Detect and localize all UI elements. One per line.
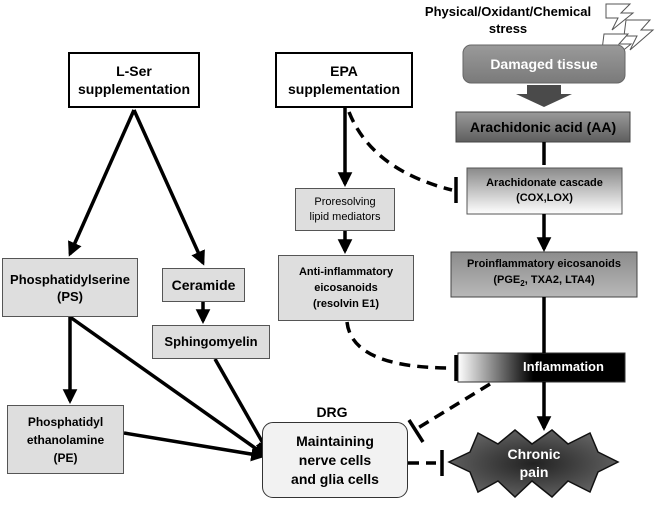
- ps-line2: (PS): [57, 288, 83, 304]
- drg-label: DRG: [302, 404, 362, 420]
- lser-supplementation: L-Ser supplementation: [68, 52, 200, 108]
- chronic-pain-star: [447, 429, 620, 499]
- chronic-pain: Chronic pain: [470, 442, 598, 484]
- inhibit-epa-to-cascade: [347, 111, 453, 192]
- epa-supplementation: EPA supplementation: [275, 52, 413, 108]
- inflammation: Inflammation: [458, 353, 625, 382]
- inhibit-antiinflammatory-to-inflammation: [345, 321, 453, 370]
- proinflammatory-line2-sub: 2: [520, 279, 525, 289]
- arrow-pe-to-nerve: [123, 431, 266, 462]
- stress-line1: Physical/Oxidant/Chemical: [424, 4, 592, 19]
- ceramide-text: Ceramide: [171, 276, 236, 293]
- antiinflammatory-line3: (resolvin E1): [312, 298, 380, 310]
- lser-line1: L-Ser: [116, 63, 152, 79]
- nerve-line2: nerve cells: [298, 451, 372, 468]
- antiinflammatory-line2: eicosanoids: [314, 282, 378, 294]
- cascade-line1: Arachidonate cascade: [486, 177, 603, 189]
- stress-label: Physical/Oxidant/Chemical stress: [408, 3, 608, 37]
- lightning-bolt-icon: [605, 3, 635, 31]
- lser-line2: supplementation: [77, 81, 190, 97]
- inhibit-bar-nerve: [407, 419, 425, 443]
- arachidonic-acid-shape: [455, 111, 631, 143]
- pe-line1: Phosphatidyl: [27, 414, 104, 429]
- ceramide: Ceramide: [162, 268, 245, 302]
- arrow-sphingomyelin-to-nerve: [213, 358, 270, 455]
- chronic-pain-line1: Chronic: [507, 446, 561, 462]
- sphingomyelin: Sphingomyelin: [152, 325, 270, 359]
- proinflammatory-line1: Proinflammatory eicosanoids: [466, 258, 622, 271]
- inhibit-inflammation-to-nerve: [417, 382, 491, 430]
- ps-line1: Phosphatidylserine: [10, 271, 130, 287]
- proinflammatory-line2-a: (PGE: [493, 274, 521, 287]
- arachidonic-acid: Arachidonic acid (AA): [456, 112, 630, 142]
- arrow-lser-to-ceramide: [132, 109, 205, 266]
- arrow-lser-to-ps: [68, 109, 136, 257]
- arrow-ps-to-nerve: [68, 315, 268, 457]
- damaged-tissue-text: Damaged tissue: [490, 55, 598, 72]
- stress-line2: stress: [488, 21, 528, 36]
- inflammation-text: Inflammation: [523, 359, 604, 375]
- nerve-line3: and glia cells: [291, 470, 379, 487]
- pe-line2: ethanolamine: [26, 432, 105, 447]
- proresolving-line1: Proresolving: [314, 195, 376, 208]
- inflammation-shape: [457, 352, 626, 383]
- damaged-tissue-shape: [462, 44, 626, 84]
- arachidonate-cascade: Arachidonate cascade (COX,LOX): [467, 168, 622, 214]
- phosphatidyl-ethanolamine: Phosphatidyl ethanolamine (PE): [7, 405, 124, 474]
- epa-line1: EPA: [330, 63, 358, 79]
- proresolving-lipid-mediators: Proresolving lipid mediators: [295, 188, 395, 231]
- proresolving-line2: lipid mediators: [309, 210, 381, 223]
- drg-text: DRG: [316, 404, 348, 420]
- nerve-line1: Maintaining: [296, 432, 374, 449]
- antiinflammatory-eicosanoids: Anti-inflammatory eicosanoids (resolvin …: [278, 255, 414, 321]
- epa-line2: supplementation: [287, 81, 400, 97]
- proinflammatory-eicosanoids: Proinflammatory eicosanoids (PGE2, TXA2,…: [451, 252, 637, 297]
- proinflammatory-line2: (PGE2, TXA2, LTA4): [493, 272, 594, 292]
- arachidonic-acid-text: Arachidonic acid (AA): [469, 118, 617, 135]
- phosphatidylserine: Phosphatidylserine (PS): [2, 258, 138, 317]
- maintaining-nerve-cells: Maintaining nerve cells and glia cells: [262, 422, 408, 498]
- cascade-line2: (COX,LOX): [516, 192, 573, 204]
- antiinflammatory-line1: Anti-inflammatory: [298, 266, 394, 278]
- proinflammatory-line2-b: , TXA2, LTA4): [524, 274, 595, 287]
- sphingomyelin-text: Sphingomyelin: [164, 333, 258, 349]
- damaged-tissue: Damaged tissue: [463, 45, 625, 83]
- pe-line3: (PE): [53, 450, 78, 465]
- block-arrow-icon: [516, 85, 572, 107]
- chronic-pain-line2: pain: [519, 464, 549, 480]
